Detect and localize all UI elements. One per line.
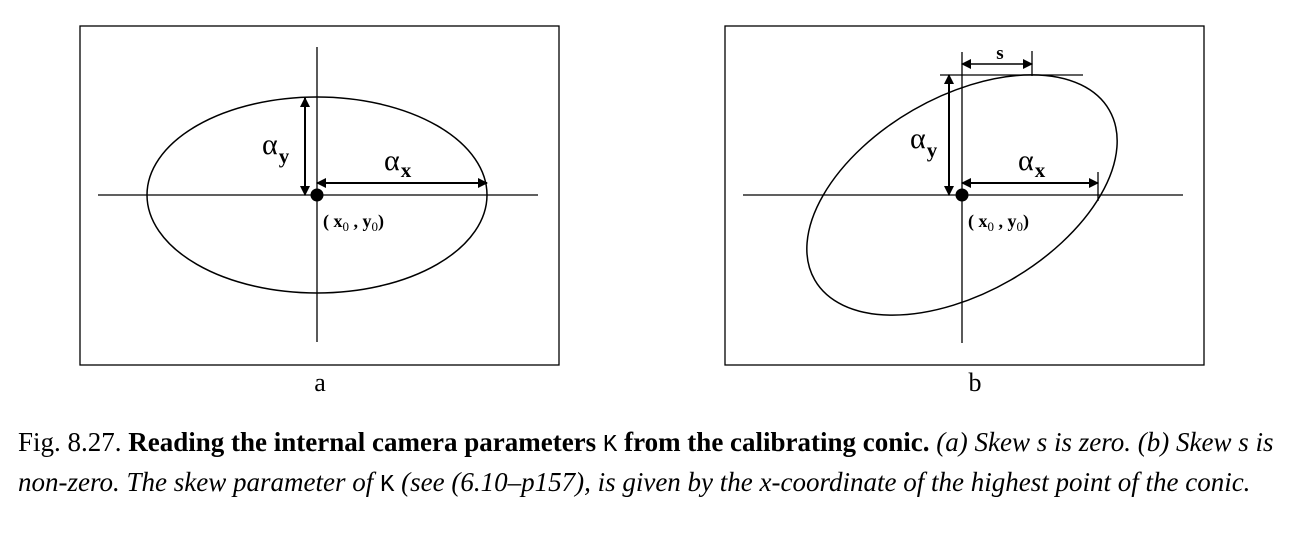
panel-b-skew-label: s — [996, 43, 1003, 64]
panel-b-alpha-y-label: αy — [910, 122, 938, 162]
caption-part-b-x: x — [759, 467, 772, 497]
caption-part-b-s: s — [1238, 427, 1249, 457]
panel-b-principal-point — [955, 188, 969, 202]
figure-caption: Fig. 8.27. Reading the internal camera p… — [18, 424, 1288, 504]
panel-a-principal-point-label: ( x0 , y0) — [323, 211, 384, 234]
panel-a-alpha-x-label: αx — [384, 144, 412, 182]
panel-a-principal-point — [310, 188, 324, 202]
panel-b-label: b — [969, 368, 982, 397]
caption-part-a-end: is zero. — [1054, 427, 1132, 457]
panel-a-alpha-y-label: αy — [262, 128, 290, 168]
figure-diagrams: αy αx ( x0 , y0) a s αy αx ( x0 , y0) — [79, 25, 1205, 397]
panel-b-principal-point-label: ( x0 , y0) — [968, 211, 1029, 234]
panel-b: s αy αx ( x0 , y0) b — [724, 25, 1205, 397]
caption-fig-number: Fig. 8.27. — [18, 427, 122, 457]
caption-part-a-start: (a) Skew — [936, 427, 1030, 457]
caption-part-b-k: K — [379, 472, 395, 499]
caption-part-a-s: s — [1036, 427, 1048, 457]
caption-title-end: from the calibrating conic. — [624, 427, 930, 457]
panel-a-frame — [79, 25, 560, 366]
panel-b-frame — [724, 25, 1205, 366]
panel-a-conic — [146, 96, 488, 294]
panel-a: αy αx ( x0 , y0) a — [79, 25, 560, 397]
panel-a-label: a — [314, 368, 326, 397]
panel-b-alpha-x-label: αx — [1018, 144, 1046, 182]
panel-b-conic — [806, 74, 1118, 316]
caption-part-b-mid: is non-zero. The skew parameter of — [18, 427, 1274, 497]
caption-title-k: K — [602, 432, 618, 459]
caption-title-start: Reading the internal camera parameters — [128, 427, 597, 457]
caption-part-b-ref: (see (6.10–p157), is given by the — [401, 467, 753, 497]
caption-part-b-start: (b) Skew — [1137, 427, 1232, 457]
caption-part-b-end: -coordinate of the highest point of the … — [771, 467, 1251, 497]
